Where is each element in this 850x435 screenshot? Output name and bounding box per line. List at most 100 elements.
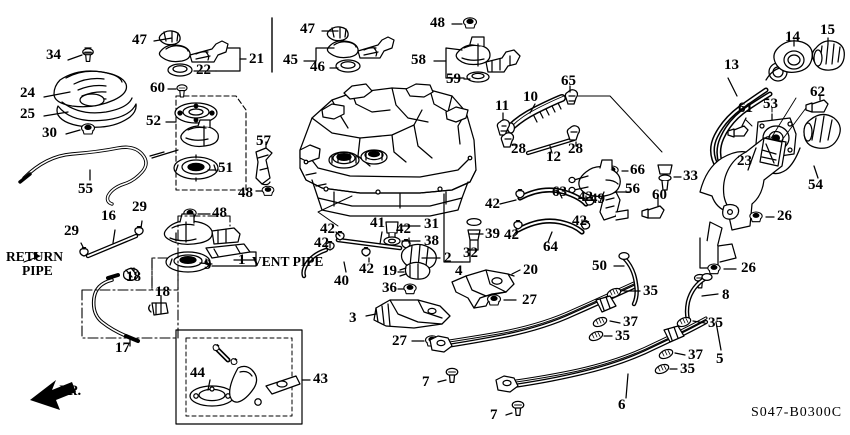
leader-6	[625, 373, 629, 399]
callout-37b: 37	[688, 347, 703, 363]
callout-35b: 35	[615, 328, 630, 344]
callout-49: 49	[590, 191, 605, 207]
callout-18a: 18	[126, 269, 141, 285]
callout-35c: 35	[708, 315, 723, 331]
callout-30: 30	[42, 125, 57, 141]
leader-64	[547, 231, 553, 243]
part-9-gasket	[165, 251, 211, 273]
leader-37b	[674, 352, 686, 356]
clamp-42-d	[361, 246, 371, 257]
part-10-hose	[506, 94, 566, 134]
callout-12: 12	[546, 149, 561, 165]
callout-43: 43	[313, 371, 328, 387]
part-52-pump	[180, 119, 219, 148]
callout-48c: 48	[430, 15, 445, 31]
part-29-clamp-b	[134, 225, 144, 236]
line-clamp-block-b	[663, 325, 685, 343]
callout-7b: 7	[490, 407, 498, 423]
callout-2: 2	[444, 250, 452, 266]
part-18-fitting-a	[122, 267, 140, 281]
callout-18b: 18	[155, 284, 170, 300]
leader-9	[199, 262, 213, 265]
callout-48a: 48	[238, 185, 253, 201]
callout-35d: 35	[680, 361, 695, 377]
leader-35c	[692, 320, 706, 324]
part-11-clip	[496, 119, 511, 136]
callout-21: 21	[249, 51, 264, 67]
callout-6: 6	[618, 397, 626, 413]
part-65-clip	[564, 89, 579, 105]
callout-24: 24	[20, 85, 35, 101]
callout-42f: 42	[504, 227, 519, 243]
part-13-filler-neck	[710, 62, 788, 177]
callout-31: 31	[424, 216, 439, 232]
part-41-pipe	[335, 237, 403, 251]
part-7-bolt-a	[445, 367, 459, 384]
callout-55: 55	[78, 181, 93, 197]
callout-27b: 27	[392, 333, 407, 349]
leader-41	[379, 231, 383, 245]
callout-60b: 60	[652, 187, 667, 203]
callout-17: 17	[115, 340, 130, 356]
line-clamp-block-a	[595, 295, 617, 313]
part-55-hose	[18, 145, 165, 206]
leader-40	[343, 261, 347, 273]
part-14-seal	[773, 40, 813, 73]
part-35-clamp-b	[587, 329, 605, 343]
leader-58	[433, 47, 463, 62]
callout-44: 44	[190, 365, 205, 381]
leader-61	[741, 117, 747, 127]
callout-47b: 47	[300, 21, 315, 37]
callout-34: 34	[46, 47, 61, 63]
leader-30	[65, 129, 81, 135]
front-direction-label: FR.	[58, 383, 82, 399]
leader-25	[43, 111, 69, 117]
leader-29a	[80, 242, 85, 250]
callout-61: 61	[738, 100, 753, 116]
callout-32: 32	[463, 245, 478, 261]
leader-10	[529, 103, 536, 114]
part-1-fuel-pump	[163, 213, 251, 259]
leader-20	[511, 269, 521, 275]
leader-13	[727, 77, 738, 97]
leader-16	[112, 229, 116, 244]
fuel-tank-body	[299, 83, 477, 217]
part-23-shield	[699, 137, 787, 269]
part-34-bolt	[82, 47, 94, 63]
callout-65: 65	[561, 73, 576, 89]
leader-5	[715, 321, 722, 351]
callout-20: 20	[523, 262, 538, 278]
callout-1: 1	[238, 252, 246, 268]
callout-3: 3	[349, 310, 357, 326]
callout-25: 25	[20, 106, 35, 122]
callout-42d: 42	[359, 261, 374, 277]
part-8-hose	[684, 272, 713, 323]
callout-58: 58	[411, 52, 426, 68]
leader-63	[557, 189, 563, 199]
leader-54	[813, 165, 819, 179]
callout-45: 45	[283, 52, 298, 68]
leader-32-bracket	[443, 193, 471, 263]
leader-37a	[609, 320, 621, 324]
return-pipe-line1: RETURN	[6, 249, 64, 264]
leader-42f	[512, 231, 517, 237]
part-2-filter	[400, 243, 437, 270]
callout-5: 5	[716, 351, 724, 367]
leader-12	[549, 145, 553, 154]
callout-46: 46	[310, 59, 325, 75]
return-pipe-line2: PIPE	[22, 263, 53, 279]
callout-50: 50	[592, 258, 607, 274]
leader-29b	[140, 220, 143, 229]
callout-26b: 26	[741, 260, 756, 276]
part-30-clip	[80, 123, 96, 135]
callout-4: 4	[455, 263, 463, 279]
vent-pipe-label: VENT PIPE	[252, 254, 324, 269]
part-7-bolt-b	[511, 400, 525, 417]
part-20-bracket	[451, 269, 515, 309]
callout-42g: 42	[578, 189, 593, 205]
leader-7a	[437, 379, 447, 383]
part-3-bracket	[373, 299, 451, 329]
front-direction-arrow	[30, 380, 76, 410]
callout-10: 10	[523, 89, 538, 105]
